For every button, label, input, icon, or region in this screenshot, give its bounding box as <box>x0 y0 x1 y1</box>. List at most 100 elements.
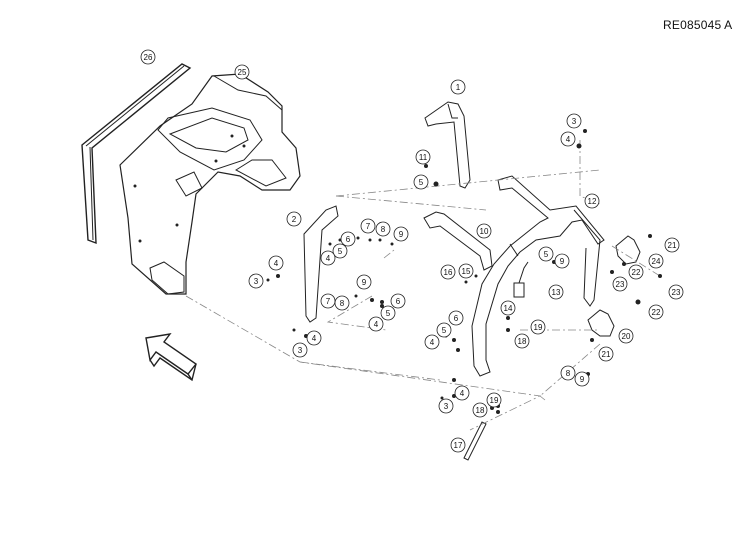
callout-11: 11 <box>415 149 431 165</box>
svg-text:3: 3 <box>298 346 303 355</box>
svg-text:8: 8 <box>566 369 571 378</box>
part-12-frame <box>471 175 605 377</box>
svg-text:23: 23 <box>616 280 625 289</box>
callout-18: 18 <box>514 333 530 349</box>
svg-text:18: 18 <box>518 337 527 346</box>
callout-22: 22 <box>648 304 664 320</box>
callout-19: 19 <box>486 392 502 408</box>
svg-text:9: 9 <box>580 375 585 384</box>
callout-10: 10 <box>476 223 492 239</box>
callout-12: 12 <box>584 193 600 209</box>
callout-3: 3 <box>292 342 308 358</box>
callout-4: 4 <box>424 334 440 350</box>
callout-4: 4 <box>368 316 384 332</box>
svg-text:22: 22 <box>632 268 641 277</box>
callout-5: 5 <box>436 322 452 338</box>
callout-8: 8 <box>560 365 576 381</box>
svg-text:8: 8 <box>340 299 345 308</box>
svg-text:20: 20 <box>622 332 631 341</box>
svg-text:4: 4 <box>566 135 571 144</box>
callout-1: 1 <box>450 79 466 95</box>
svg-text:4: 4 <box>430 338 435 347</box>
svg-text:19: 19 <box>534 323 543 332</box>
callout-20: 20 <box>618 328 634 344</box>
part-25-cover <box>119 73 301 295</box>
callout-21: 21 <box>598 346 614 362</box>
callout-9: 9 <box>356 274 372 290</box>
svg-text:5: 5 <box>419 178 424 187</box>
callout-4: 4 <box>268 255 284 271</box>
svg-text:3: 3 <box>444 402 449 411</box>
callout-17: 17 <box>450 437 466 453</box>
svg-text:4: 4 <box>312 334 317 343</box>
part-2-bracket <box>303 205 339 323</box>
svg-text:21: 21 <box>602 350 611 359</box>
svg-text:4: 4 <box>374 320 379 329</box>
svg-text:4: 4 <box>326 254 331 263</box>
callout-8: 8 <box>334 295 350 311</box>
callout-4: 4 <box>320 250 336 266</box>
svg-text:5: 5 <box>442 326 447 335</box>
svg-text:2: 2 <box>292 215 297 224</box>
callout-22: 22 <box>628 264 644 280</box>
callout-3: 3 <box>248 273 264 289</box>
callout-15: 15 <box>458 263 474 279</box>
callout-3: 3 <box>438 398 454 414</box>
svg-text:6: 6 <box>346 235 351 244</box>
svg-text:13: 13 <box>552 288 561 297</box>
callout-23: 23 <box>612 276 628 292</box>
callout-7: 7 <box>320 293 336 309</box>
callout-7: 7 <box>360 218 376 234</box>
svg-text:6: 6 <box>396 297 401 306</box>
svg-text:4: 4 <box>460 389 465 398</box>
drawing-reference: RE085045 A <box>663 18 733 32</box>
part-10-crossmember <box>423 211 493 271</box>
svg-text:6: 6 <box>454 314 459 323</box>
part-17-strut <box>463 421 487 461</box>
svg-text:11: 11 <box>419 153 428 162</box>
callout-4: 4 <box>560 131 576 147</box>
svg-text:21: 21 <box>668 241 677 250</box>
callout-5: 5 <box>380 305 396 321</box>
callout-6: 6 <box>448 310 464 326</box>
part-20-latch <box>587 309 615 337</box>
svg-text:5: 5 <box>544 250 549 259</box>
callout-26: 26 <box>140 49 156 65</box>
part-26-seal <box>81 63 192 245</box>
svg-text:7: 7 <box>326 297 331 306</box>
callout-18: 18 <box>472 402 488 418</box>
svg-text:16: 16 <box>444 268 453 277</box>
svg-text:9: 9 <box>560 257 565 266</box>
callout-16: 16 <box>440 264 456 280</box>
callout-4: 4 <box>454 385 470 401</box>
svg-text:4: 4 <box>274 259 279 268</box>
svg-text:19: 19 <box>490 396 499 405</box>
svg-text:24: 24 <box>652 257 661 266</box>
svg-text:12: 12 <box>588 197 597 206</box>
svg-text:10: 10 <box>480 227 489 236</box>
callout-23: 23 <box>668 284 684 300</box>
callout-5: 5 <box>413 174 429 190</box>
svg-text:3: 3 <box>254 277 259 286</box>
callout-6: 6 <box>390 293 406 309</box>
svg-text:1: 1 <box>456 83 461 92</box>
svg-text:5: 5 <box>386 309 391 318</box>
callout-13: 13 <box>548 284 564 300</box>
part-1-bracket <box>424 101 471 189</box>
svg-text:22: 22 <box>652 308 661 317</box>
svg-text:17: 17 <box>454 441 463 450</box>
callout-25: 25 <box>234 64 250 80</box>
callout-9: 9 <box>554 253 570 269</box>
svg-text:18: 18 <box>476 406 485 415</box>
svg-text:26: 26 <box>144 53 153 62</box>
callout-14: 14 <box>500 300 516 316</box>
svg-text:14: 14 <box>504 304 513 313</box>
svg-text:9: 9 <box>362 278 367 287</box>
callout-9: 9 <box>574 371 590 387</box>
callout-24: 24 <box>648 253 664 269</box>
svg-text:5: 5 <box>338 247 343 256</box>
callout-3: 3 <box>566 113 582 129</box>
svg-text:23: 23 <box>672 288 681 297</box>
